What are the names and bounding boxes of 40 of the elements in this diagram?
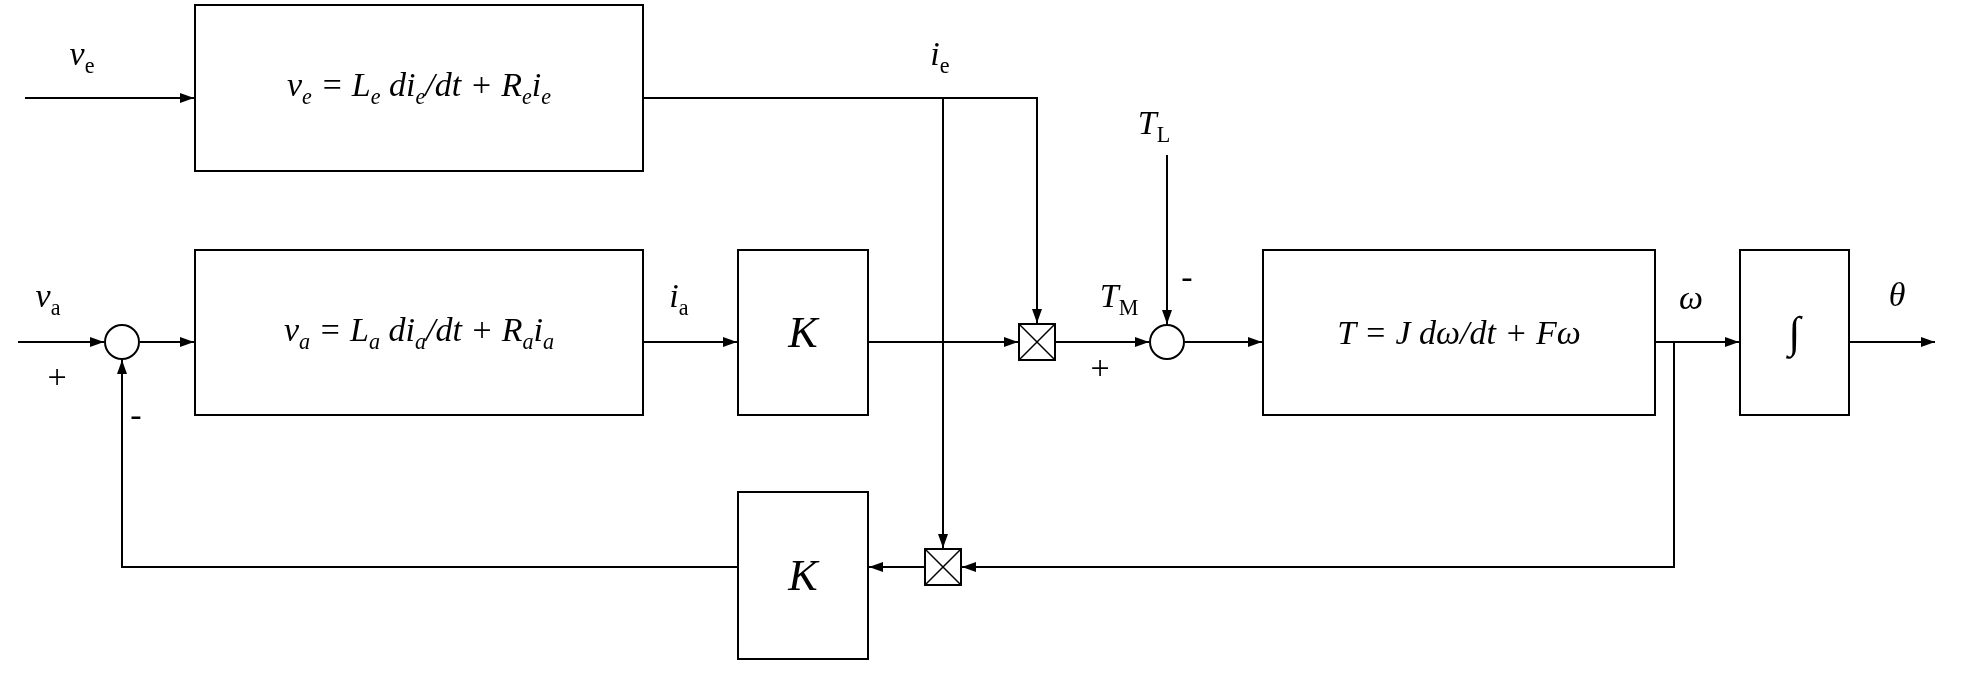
formula-text: v$_{a}$ = L$_{a}$ di$_{a}$/dt + R$_{a}$i$_{a}$ <box>283 310 555 355</box>
multiplier-box <box>1018 323 1056 361</box>
signal-label: T$_{M}$ <box>1099 277 1139 321</box>
block <box>1739 249 1850 416</box>
signal-arrow <box>117 359 738 568</box>
block <box>1262 249 1656 416</box>
block <box>737 491 869 660</box>
formula-text: K <box>788 550 818 601</box>
formula-text: v$_{e}$ = L$_{e}$ di$_{e}$/dt + R$_{e}$i$_{e}$ <box>287 66 551 110</box>
sign-label: - <box>130 396 142 434</box>
signal-arrow <box>643 337 738 347</box>
signal-label: T$_{L}$ <box>1137 104 1171 148</box>
summing-junction <box>104 324 140 360</box>
signal-label: v$_{a}$ <box>35 277 61 321</box>
block <box>737 249 869 416</box>
signal-arrow <box>139 337 195 347</box>
sign-label: - <box>1181 258 1193 296</box>
sign-label: + <box>1090 349 1110 387</box>
signal-arrow <box>1162 154 1172 325</box>
signal-arrow <box>1184 337 1263 347</box>
formula-text: T = J dω/dt + Fω <box>1337 313 1581 352</box>
signal-label: i$_{e}$ <box>930 35 950 79</box>
block <box>194 4 644 172</box>
signal-arrow <box>868 562 925 572</box>
signal-arrow <box>17 337 105 347</box>
signal-label: ω <box>1679 279 1703 317</box>
signal-label: v$_{e}$ <box>69 35 95 79</box>
signal-label: i$_{a}$ <box>669 277 689 321</box>
sign-label: + <box>47 358 67 396</box>
signal-label: θ <box>1888 276 1906 314</box>
signal-arrow <box>1849 337 1936 347</box>
summing-junction <box>1149 324 1185 360</box>
signal-arrow <box>961 341 1675 572</box>
formula-text: ∫ <box>1788 307 1801 358</box>
signal-arrow <box>1055 337 1150 347</box>
block <box>194 249 644 416</box>
multiplier-box <box>924 548 962 586</box>
signal-arrow <box>868 337 1019 347</box>
formula-text: K <box>788 307 818 358</box>
signal-arrow <box>24 93 195 103</box>
